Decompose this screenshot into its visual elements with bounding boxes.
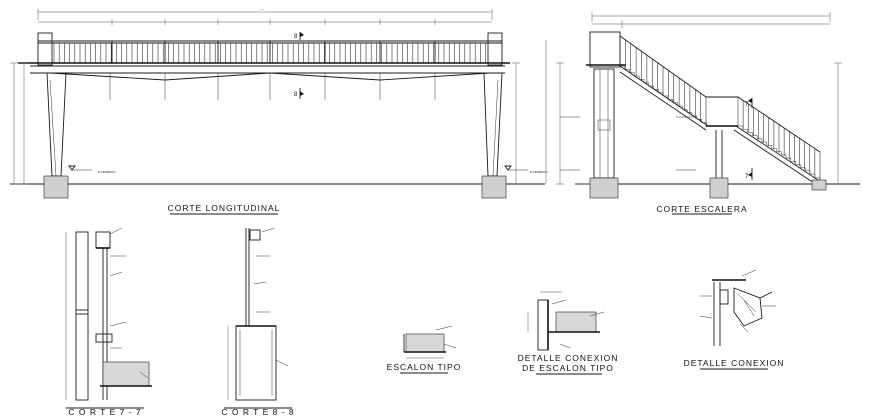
detalle-conexion-escalon-drawing: DETALLE CONEXION DE ESCALON TIPO xyxy=(518,291,619,375)
title-corte-escalera: CORTE ESCALERA xyxy=(656,204,747,214)
title-corte-longitudinal: CORTE LONGITUDINAL xyxy=(168,203,281,213)
title-corte-8-8: C O R T E 8 - 8 xyxy=(221,407,294,417)
nivel-terreno-label-right: N.TERRENO xyxy=(530,170,548,174)
title-detalle-conexion-escalon-1: DETALLE CONEXION xyxy=(518,353,619,363)
corte-8-8-drawing: C O R T E 8 - 8 xyxy=(221,227,294,417)
section-mark-7-upper: 7 xyxy=(745,102,749,108)
corte-longitudinal-drawing: ----- xyxy=(10,7,548,215)
corte-7-7-drawing: C O R T E 7 - 7 xyxy=(65,227,152,417)
section-mark-7-lower: 7 xyxy=(745,174,749,180)
title-detalle-conexion: DETALLE CONEXION xyxy=(684,358,785,368)
title-escalon-tipo: ESCALON TIPO xyxy=(387,362,462,372)
corte-escalera-drawing: 7 7 CORTE ESCALERA xyxy=(545,12,860,215)
section-mark-8-upper: 8 xyxy=(294,34,298,40)
detalle-conexion-drawing: DETALLE CONEXION xyxy=(684,269,785,370)
title-corte-7-7: C O R T E 7 - 7 xyxy=(68,407,141,417)
section-mark-8-lower: 8 xyxy=(294,92,298,98)
svg-text:-----: ----- xyxy=(260,7,265,11)
nivel-terreno-label-left: N.TERRENO xyxy=(98,170,116,174)
escalon-tipo-drawing: ESCALON TIPO xyxy=(387,325,462,374)
title-detalle-conexion-escalon-2: DE ESCALON TIPO xyxy=(522,363,614,373)
